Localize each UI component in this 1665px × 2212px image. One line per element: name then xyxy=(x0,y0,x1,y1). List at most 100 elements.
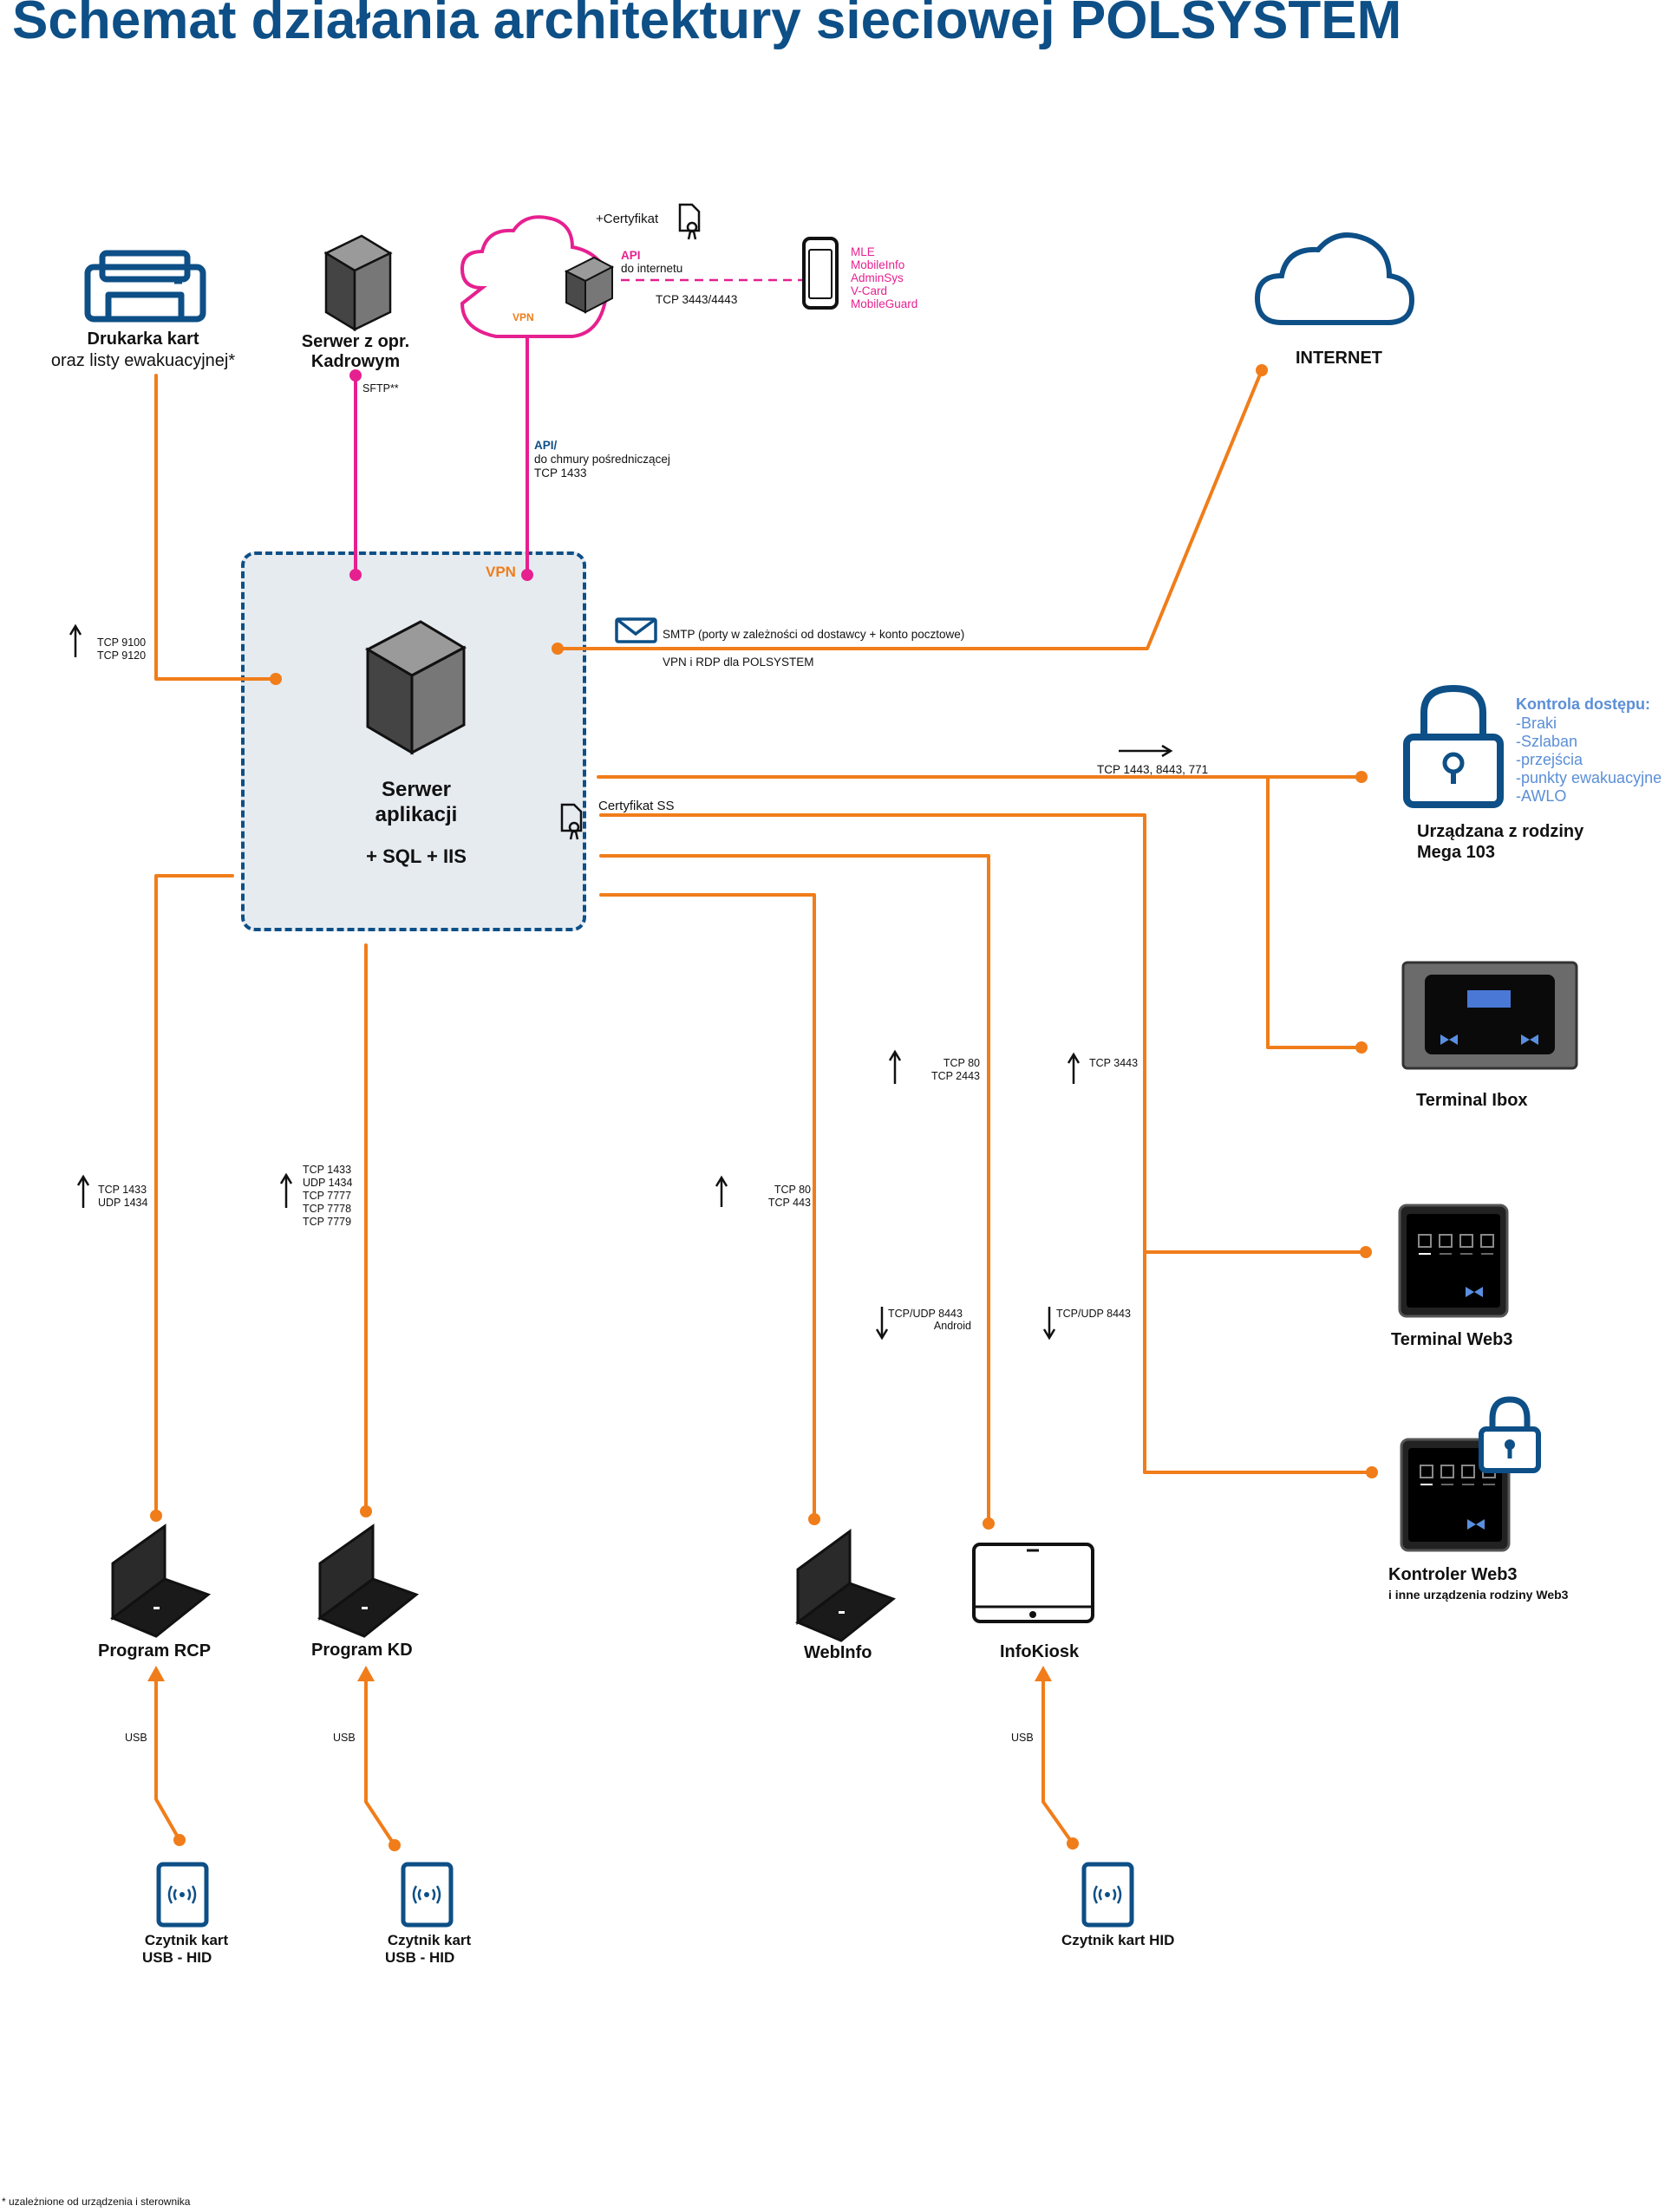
port-rcp-1: TCP 1433 xyxy=(98,1184,147,1196)
port-kd-4: TCP 7778 xyxy=(303,1203,352,1215)
port-mega: TCP 1443, 8443, 771 xyxy=(1097,763,1209,776)
port-webinfo-2: TCP 443 xyxy=(767,1197,811,1209)
ibox-label: Terminal Ibox xyxy=(1416,1091,1528,1110)
reader1-label2: USB - HID xyxy=(142,1949,212,1966)
envelope-icon xyxy=(615,617,657,643)
app-server-label3: + SQL + IIS xyxy=(366,845,467,867)
ibox-terminal-icon xyxy=(1401,961,1578,1070)
internet-label: INTERNET xyxy=(1296,349,1382,368)
port-infokiosk-up-2: TCP 2443 xyxy=(930,1070,980,1082)
connection-dots xyxy=(150,364,1378,1851)
usb-label-3: USB xyxy=(1011,1732,1034,1744)
reader2-label2: USB - HID xyxy=(385,1949,455,1966)
port-web3-up: TCP 3443 xyxy=(1089,1057,1139,1069)
port-kd-2: UDP 1434 xyxy=(303,1177,353,1189)
smartphone-icon xyxy=(802,237,839,310)
direction-arrows xyxy=(69,623,1173,1341)
sftp-label: SFTP** xyxy=(362,382,399,395)
link-reader1 xyxy=(154,1676,181,1842)
app-server-label1: Serwer xyxy=(381,778,452,801)
access-title: Kontrola dostępu: xyxy=(1516,695,1650,713)
port-infokiosk-down-1: TCP/UDP 8443 xyxy=(888,1308,963,1320)
access-item-1: -Braki xyxy=(1516,714,1557,732)
mobile-app-4: V-Card xyxy=(851,284,888,297)
laptop-icon-webinfo xyxy=(795,1529,897,1642)
arrowheads xyxy=(147,1666,1052,1681)
cert-ss-label: Certyfikat SS xyxy=(598,799,675,813)
cert-icon-server xyxy=(560,803,583,840)
mobile-app-3: AdminSys xyxy=(851,271,904,284)
port-printer-2: TCP 9120 xyxy=(97,649,147,662)
controller-sublabel: i inne urządzenia rodziny Web3 xyxy=(1388,1588,1569,1602)
usb-label-1: USB xyxy=(125,1732,147,1744)
reader1-label1: Czytnik kart xyxy=(144,1932,229,1948)
cloud-api-line1: do chmury pośredniczącej xyxy=(534,453,670,466)
vpn-rdp-label: VPN i RDP dla POLSYSTEM xyxy=(663,656,814,669)
mega-label1: Urządzana z rodziny xyxy=(1417,822,1584,841)
printer-label: Drukarka kart xyxy=(87,330,199,349)
connection-lines xyxy=(154,369,1374,1847)
link-reader3 xyxy=(1041,1676,1074,1845)
cloud-api-title: API/ xyxy=(534,439,558,452)
laptop-icon-rcp xyxy=(110,1524,212,1638)
link-reader2 xyxy=(364,1676,396,1847)
vpn-cloud-icon xyxy=(460,215,610,338)
mega-label2: Mega 103 xyxy=(1417,843,1496,862)
port-webinfo-1: TCP 80 xyxy=(774,1184,811,1196)
laptop-icon-kd xyxy=(317,1524,420,1638)
internet-cloud-icon xyxy=(1254,232,1415,325)
rcp-label: Program RCP xyxy=(98,1641,212,1661)
infokiosk-label: InfoKiosk xyxy=(1000,1642,1080,1661)
hr-server-label2: Kadrowym xyxy=(310,352,401,371)
port-kd-5: TCP 7779 xyxy=(303,1216,352,1228)
server-vpn-label: VPN xyxy=(486,564,516,580)
reader2-label1: Czytnik kart xyxy=(387,1932,472,1948)
port-infokiosk-up-1: TCP 80 xyxy=(943,1057,980,1069)
access-item-2: -Szlaban xyxy=(1516,733,1578,750)
link-webinfo xyxy=(599,893,816,1521)
link-printer xyxy=(154,374,278,681)
port-kd-1: TCP 1433 xyxy=(303,1164,352,1176)
port-rcp-2: UDP 1434 xyxy=(98,1197,148,1209)
padlock-icon xyxy=(1403,684,1504,808)
port-printer-1: TCP 9100 xyxy=(97,636,147,649)
mobile-app-1: MLE xyxy=(851,245,875,258)
cloud-vpn-label: VPN xyxy=(513,311,534,323)
port-kd-3: TCP 7777 xyxy=(303,1190,352,1202)
webinfo-label: WebInfo xyxy=(804,1643,872,1662)
access-item-5: -AWLO xyxy=(1516,787,1567,805)
api-tcp: TCP 3443/4443 xyxy=(656,293,738,306)
link-web3 xyxy=(599,813,1368,1254)
vpn-lines xyxy=(354,338,529,575)
printer-sublabel: oraz listy ewakuacyjnej* xyxy=(50,351,236,370)
link-internet xyxy=(556,369,1263,650)
port-web3-down: TCP/UDP 8443 xyxy=(1056,1308,1131,1320)
mobile-app-5: MobileGuard xyxy=(851,297,918,310)
page-title: Schemat działania architektury sieciowej… xyxy=(12,0,1402,50)
card-reader-icon-3 xyxy=(1081,1862,1134,1928)
tablet-icon xyxy=(972,1543,1094,1623)
usb-label-2: USB xyxy=(333,1732,356,1744)
link-rcp xyxy=(154,874,234,1517)
hr-server-icon xyxy=(323,234,393,332)
footnote: * uzależnione od urządzenia i sterownika xyxy=(2,2196,191,2208)
link-ibox xyxy=(1266,775,1363,1049)
cloud-api-line2: TCP 1433 xyxy=(534,467,587,480)
link-infokiosk xyxy=(599,854,990,1525)
app-server-icon xyxy=(364,620,467,755)
hr-server-label: Serwer z opr. xyxy=(301,332,410,351)
kd-label: Program KD xyxy=(311,1641,413,1660)
controller-icon xyxy=(1400,1396,1541,1552)
api-text: do internetu xyxy=(621,262,683,275)
vpn-dots xyxy=(349,369,533,581)
printer-icon xyxy=(84,250,206,323)
app-server-label2: aplikacji xyxy=(375,803,458,826)
cert-icon-top xyxy=(678,203,701,240)
card-reader-icon-2 xyxy=(401,1862,454,1928)
cert-label-top: +Certyfikat xyxy=(596,212,659,226)
reader3-label: Czytnik kart HID xyxy=(1061,1932,1175,1948)
controller-label: Kontroler Web3 xyxy=(1388,1565,1518,1584)
port-infokiosk-down-2: Android xyxy=(933,1320,971,1332)
web3-terminal-icon xyxy=(1398,1204,1509,1318)
